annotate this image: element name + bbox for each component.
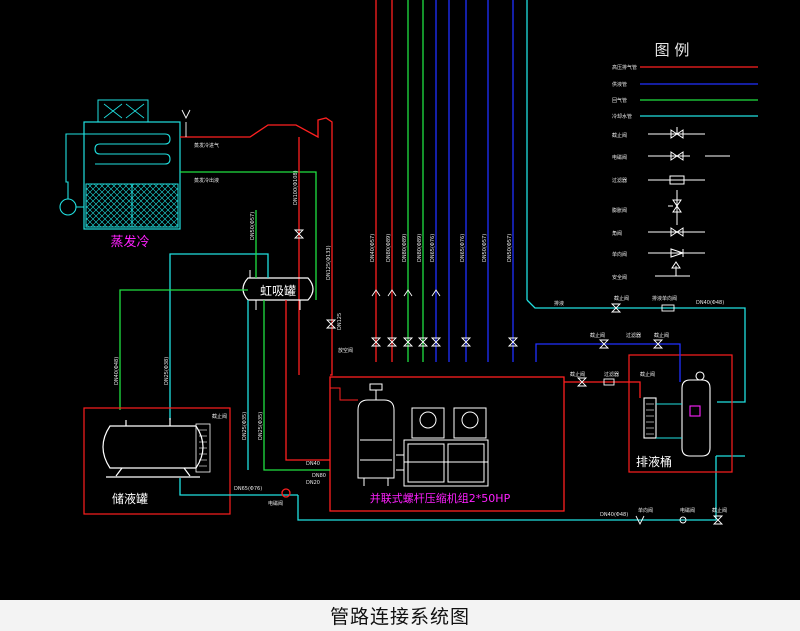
fan-icon (103, 103, 145, 119)
legend-item-water: 冷却水管 (612, 113, 758, 120)
evaporative-condenser: 蒸发冷 (59, 99, 181, 250)
legend-label: 高压排气管 (612, 64, 637, 71)
receiver-tank (102, 418, 211, 478)
legend-item-filter: 过滤器 (612, 175, 705, 185)
pipe-label: DN40(Φ57) (370, 234, 376, 262)
component-label: 排液 (554, 300, 564, 307)
component-label: 过滤器 (604, 371, 619, 378)
legend-label: 膨胀阀 (612, 207, 627, 214)
component-label: 截止阀 (212, 413, 227, 420)
component-label: 截止阀 (614, 295, 629, 302)
pipe-label: DN50(Φ57) (507, 234, 513, 262)
component-label: 放空阀 (338, 347, 353, 354)
legend-item-liquid: 供液管 (612, 81, 758, 88)
component-label: 截止阀 (654, 332, 669, 339)
legend-item-angle-valve: 角阀 (612, 227, 705, 237)
legend-label: 安全阀 (612, 274, 627, 281)
drain-valves (576, 303, 724, 526)
legend-item-discharge: 高压排气管 (612, 64, 758, 71)
bottom-main-line (179, 455, 745, 521)
component-label: DN80 (312, 473, 326, 479)
legend-item-suction: 回气管 (612, 97, 758, 104)
pipe-label: DN100(Φ108) (293, 170, 299, 205)
component-label: DN40 (306, 461, 320, 467)
drain-piping (535, 343, 681, 398)
component-label: 排液单向阀 (652, 295, 677, 302)
legend-item-safety-valve: 安全阀 (612, 261, 690, 281)
compressor-unit-label: 并联式螺杆压缩机组2*50HP (370, 491, 511, 505)
legend-label: 截止阀 (612, 132, 627, 139)
pipe-label: DN125 (337, 313, 343, 330)
compressor-side-labels: DN40 DN20 DN80 放空阀 (306, 347, 353, 486)
legend-item-solenoid: 电磁阀 (612, 151, 730, 161)
component-label: 截止阀 (590, 332, 605, 339)
condenser-piping (180, 109, 337, 376)
caption-bar: 管路连接系统图 (0, 600, 800, 631)
receiver-frame (83, 407, 231, 515)
pipe-label: DN125(Φ133) (326, 245, 332, 280)
legend-label: 冷却水管 (612, 113, 632, 120)
riser-labels: DN40(Φ57) DN80(Φ89) DN80(Φ89) DN80(Φ89) … (370, 234, 513, 262)
legend-title: 图 例 (655, 41, 690, 59)
pipe-label: DN50(Φ57) (250, 212, 256, 240)
pipe-label: DN65(Φ76) (430, 234, 436, 262)
drain-tank (643, 371, 711, 457)
top-risers (375, 0, 746, 403)
legend-label: 供液管 (612, 81, 627, 88)
component-label: 截止阀 (712, 507, 727, 514)
receiver-label: 储液罐 (112, 491, 148, 506)
legend-label: 过滤器 (612, 177, 627, 184)
compressor-side-piping (310, 387, 358, 471)
solenoid-icon (281, 488, 291, 498)
pipe-label: DN80(Φ89) (386, 234, 392, 262)
pipe-label: DN25(Φ35) (242, 412, 248, 440)
legend-label: 电磁阀 (612, 154, 627, 161)
component-label: 蒸发冷进气 (194, 142, 219, 149)
pipe-label: DN80(Φ89) (417, 234, 423, 262)
component-label: 截止阀 (640, 371, 655, 378)
legend-label: 角阀 (612, 230, 622, 237)
component-label: 截止阀 (570, 371, 585, 378)
pipe-label: DN40(Φ48) (114, 357, 120, 385)
condenser-labels: 蒸发冷进气 蒸发冷出液 DN100(Φ108) DN125(Φ133) DN50… (194, 142, 343, 330)
piping-diagram: 图 例 高压排气管 供液管 回气管 冷却水管 截止阀 电磁阀 (59, 0, 758, 526)
legend-item-stop-valve: 截止阀 (612, 127, 705, 139)
siphon-tank: 虹吸罐 (242, 270, 314, 310)
evaporative-condenser-label: 蒸发冷 (110, 234, 149, 250)
pump-icon (59, 198, 77, 216)
compressor-frame (329, 376, 565, 512)
pipe-label: DN25(Φ38) (164, 357, 170, 385)
component-label: 过滤器 (626, 332, 641, 339)
compressor-unit (357, 383, 489, 487)
component-label: 蒸发冷出液 (194, 177, 219, 184)
component-label: DN20 (306, 480, 320, 486)
diagram-caption: 管路连接系统图 (329, 606, 470, 628)
siphon-piping (119, 210, 320, 471)
component-label: 单向阀 (638, 507, 653, 514)
bottom-labels: DN65(Φ76) 电磁阀 DN40(Φ48) 单向阀 电磁阀 截止阀 (234, 486, 727, 518)
legend-item-check-valve: 单向阀 (612, 248, 705, 258)
pipe-label: DN65(Φ76) (460, 234, 466, 262)
drain-tank-label: 排液桶 (636, 454, 672, 469)
pipe-label: DN25(Φ35) (258, 412, 264, 440)
receiver-labels: DN40(Φ48) DN25(Φ38) DN25(Φ35) DN25(Φ35) (114, 357, 264, 440)
legend: 图 例 高压排气管 供液管 回气管 冷却水管 截止阀 电磁阀 (612, 41, 758, 281)
diagram-canvas: 图 例 高压排气管 供液管 回气管 冷却水管 截止阀 电磁阀 (59, 0, 758, 526)
legend-item-expansion-valve: 膨胀阀 (612, 190, 682, 225)
riser-valves (370, 337, 519, 347)
pipe-label: DN40(Φ48) (696, 300, 724, 306)
component-label: 电磁阀 (268, 500, 283, 507)
legend-label: 单向阀 (612, 251, 627, 258)
pipe-label: DN65(Φ76) (234, 486, 262, 492)
siphon-tank-label: 虹吸罐 (260, 284, 296, 298)
legend-label: 回气管 (612, 97, 627, 104)
component-label: 电磁阀 (680, 507, 695, 514)
drain-labels: 排液 截止阀 排液单向阀 DN40(Φ48) 截止阀 过滤器 截止阀 截止阀 过… (212, 295, 724, 420)
riser-arrows (371, 289, 441, 297)
pipe-label: DN80(Φ89) (402, 234, 408, 262)
pipe-label: DN40(Φ48) (600, 512, 628, 518)
pipe-label: DN50(Φ57) (482, 234, 488, 262)
